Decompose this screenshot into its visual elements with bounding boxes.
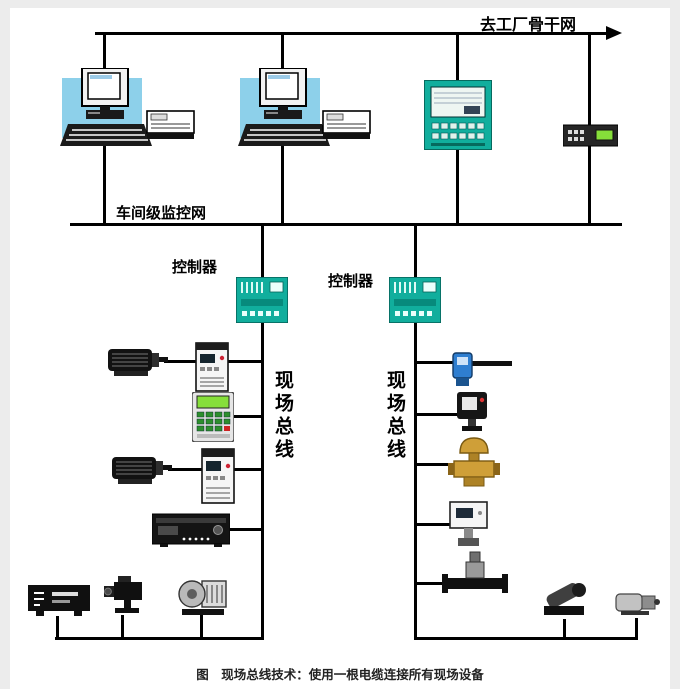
pump-icon <box>544 583 586 615</box>
controller-right-label: 控制器 <box>328 272 374 290</box>
stem-small-motor <box>635 618 638 638</box>
stub-right-5 <box>415 582 445 585</box>
printer-2 <box>322 108 372 142</box>
motor-1 <box>106 343 168 381</box>
stub-left-4 <box>228 528 262 531</box>
pump-unit <box>538 575 594 622</box>
stem-motor-assembly <box>200 614 203 638</box>
photoelectric-sensor <box>452 390 494 436</box>
fieldbus-line-right <box>414 223 417 640</box>
fieldbus-line-left <box>261 223 264 640</box>
workstation-2 <box>238 67 333 153</box>
camera-icon <box>104 576 142 613</box>
stub-right-3 <box>415 463 455 466</box>
stem-instrument <box>56 616 59 638</box>
bottom-line-left <box>55 637 264 640</box>
workstation-1 <box>60 67 155 153</box>
workstation-icon <box>238 67 330 146</box>
network-interface-module <box>562 124 619 148</box>
small-motor <box>612 585 662 621</box>
stem-pump <box>563 619 566 638</box>
controller-left <box>235 276 289 324</box>
hmi-panel-icon <box>423 79 493 151</box>
motor-icon <box>112 457 172 484</box>
flow-sensor <box>450 350 512 390</box>
operator-keypad-icon <box>191 391 235 443</box>
bottom-line-right <box>414 637 638 640</box>
plc-controller-icon <box>388 276 442 324</box>
backbone-label: 去工厂骨干网 <box>480 15 577 34</box>
workshop-network-label: 车间级监控网 <box>116 204 207 222</box>
fieldbus-left-label: 现场总线 <box>272 370 294 462</box>
motor-2 <box>110 451 172 489</box>
printer-icon <box>322 110 371 139</box>
plc-controller-icon <box>235 276 289 324</box>
controller-right <box>388 276 442 324</box>
fieldbus-right-label: 现场总线 <box>384 370 406 462</box>
flow-sensor-icon <box>452 352 512 386</box>
rack-instrument <box>151 512 231 548</box>
drive-2 <box>201 448 235 504</box>
control-valve <box>447 436 501 492</box>
field-instrument-icon <box>28 585 90 616</box>
motor-pump-icon <box>178 580 227 615</box>
drive-unit-icon <box>201 448 235 504</box>
workstation-icon <box>60 67 152 146</box>
vision-camera <box>100 576 148 618</box>
field-instrument <box>28 585 90 618</box>
figure-caption: 图 现场总线技术：使用一根电缆连接所有现场设备 <box>196 667 484 682</box>
printer-1 <box>146 108 196 142</box>
photo-sensor-icon <box>457 392 487 431</box>
stub-left-2 <box>230 415 262 418</box>
backbone-network-line <box>95 32 608 35</box>
motor-icon <box>108 349 168 376</box>
stub-right-1 <box>415 361 460 364</box>
control-valve-icon <box>448 437 500 487</box>
hmi-panel <box>423 79 493 151</box>
rack-instrument-icon <box>151 513 231 547</box>
pipeline-valve <box>442 550 508 596</box>
stub-right-4 <box>415 523 453 526</box>
controller-left-label: 控制器 <box>172 258 218 276</box>
transmitter-icon <box>449 501 488 546</box>
printer-icon <box>146 110 195 139</box>
stub-right-2 <box>415 413 465 416</box>
backbone-arrow-icon <box>606 26 622 40</box>
transmitter <box>446 500 492 548</box>
stem-camera <box>121 615 124 638</box>
operator-keypad <box>191 391 235 443</box>
network-module-icon <box>562 124 619 147</box>
drive-unit-icon <box>195 342 229 392</box>
workshop-network-line <box>70 223 622 226</box>
pipeline-valve-icon <box>442 551 508 593</box>
small-motor-icon <box>615 593 660 615</box>
motor-pump-unit <box>176 572 230 618</box>
drive-1 <box>195 342 229 392</box>
